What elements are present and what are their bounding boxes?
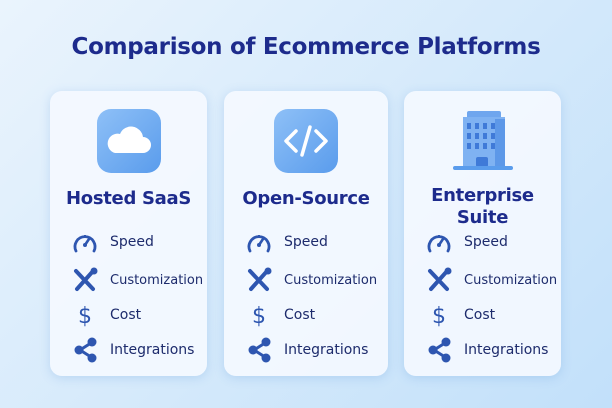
- share-icon: [247, 336, 272, 364]
- share-icon: [427, 336, 452, 364]
- feature-integrations: Integrations: [68, 335, 194, 365]
- building-icon: [448, 107, 518, 173]
- cloud-icon: [96, 109, 161, 173]
- feature-customization: Customization: [68, 265, 203, 295]
- feature-speed: Speed: [68, 227, 154, 257]
- feature-cost: Cost: [422, 300, 495, 330]
- tools-icon: [428, 265, 454, 291]
- speedometer-icon: [427, 233, 451, 253]
- feature-cost: Cost: [68, 300, 141, 330]
- card-hosted-saas: Hosted SaaS Speed Customization Cost Int…: [50, 91, 207, 376]
- feature-speed: Speed: [422, 227, 508, 257]
- speedometer-icon: [247, 233, 271, 253]
- dollar-icon: [78, 304, 92, 329]
- card-open-source: Open-Source Speed Customization Cost Int…: [224, 91, 388, 376]
- tools-icon: [74, 265, 100, 291]
- card-title: Enterprise: [431, 185, 534, 206]
- dollar-icon: [432, 304, 446, 329]
- card-title: Open-Source: [242, 188, 370, 209]
- card-enterprise-suite: Enterprise Suite Speed Customization Cos…: [404, 91, 561, 376]
- card-title: Hosted SaaS: [65, 188, 192, 209]
- card-title-line2: Suite: [456, 207, 509, 228]
- code-icon: [274, 109, 338, 173]
- feature-integrations: Integrations: [422, 335, 548, 365]
- feature-cost: Cost: [242, 300, 315, 330]
- speedometer-icon: [73, 233, 97, 253]
- feature-customization: Customization: [242, 265, 377, 295]
- dollar-icon: [252, 304, 266, 329]
- feature-speed: Speed: [242, 227, 328, 257]
- page-title: Comparison of Ecommerce Platforms: [71, 34, 541, 60]
- feature-customization: Customization: [422, 265, 557, 295]
- share-icon: [73, 336, 98, 364]
- tools-icon: [248, 265, 274, 291]
- feature-integrations: Integrations: [242, 335, 368, 365]
